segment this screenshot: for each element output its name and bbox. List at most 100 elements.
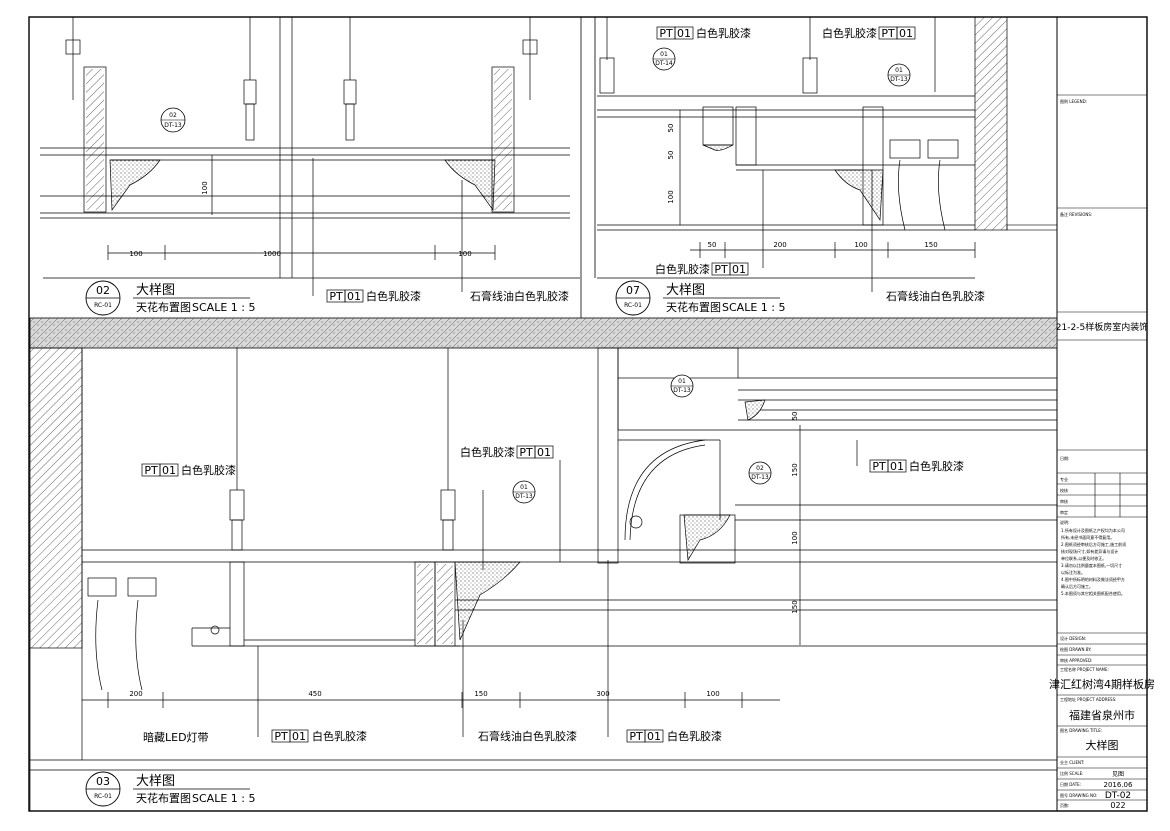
detail-02-dim-100b: 100 bbox=[458, 250, 471, 258]
detail-07-title: 大样图 bbox=[666, 283, 705, 298]
detail-07-subtitle: 天花布置图 bbox=[666, 301, 721, 314]
detail-02-callout-gypsum: 石膏线油白色乳胶漆 bbox=[470, 289, 569, 303]
tb-proj-addr-label: 工程地址 PROJECT ADDRESS: bbox=[1060, 696, 1116, 702]
detail-02-callout-pt-num: 01 bbox=[347, 290, 361, 303]
tb-legend-label: 图例 LEGEND: bbox=[1060, 98, 1087, 104]
detail-03-title: 大样图 bbox=[136, 774, 175, 789]
tb-date2-label: 日期 DATE: bbox=[1060, 781, 1081, 787]
detail-03-dim-150: 150 bbox=[474, 690, 487, 698]
detail-03-dim-300: 300 bbox=[596, 690, 609, 698]
tb-client-label: 业主 CLIENT: bbox=[1060, 759, 1084, 765]
tb-design-label: 设计 DESIGN: bbox=[1060, 635, 1086, 641]
tb-note-8: 确认后方可施工。 bbox=[1061, 583, 1093, 589]
detail-03-callout-right-code: PT bbox=[872, 460, 886, 473]
detail-07-circle-top: 07 bbox=[626, 284, 640, 297]
tb-note-9: 5.本图须与其它相关图纸配合使用。 bbox=[1061, 590, 1125, 596]
detail-03-callout-left-code: PT bbox=[144, 464, 158, 477]
detail-07-callout-tr-code: PT bbox=[881, 27, 895, 40]
tb-checked-label: 审核 APPROVED: bbox=[1060, 657, 1092, 663]
detail-02-title: 大样图 bbox=[136, 283, 175, 298]
tb-drawing-title-value: 大样图 bbox=[1086, 738, 1119, 752]
detail-07-dim-200: 200 bbox=[773, 241, 786, 249]
detail-07-tag1-bottom: DT-14 bbox=[655, 60, 673, 67]
detail-03-callout-left-text: 白色乳胶漆 bbox=[181, 463, 236, 477]
detail-03-callout-mid-code: PT bbox=[519, 446, 533, 459]
tb-proj-name-value: 津汇红树湾4期样板房 bbox=[1049, 677, 1155, 691]
detail-07-callout-bottom-num: 01 bbox=[732, 263, 746, 276]
detail-07-dim-100: 100 bbox=[854, 241, 867, 249]
detail-02-dim-1000: 1000 bbox=[263, 250, 281, 258]
detail-07-tag2-top: 01 bbox=[895, 67, 903, 74]
detail-07-callout-gypsum: 石膏线油白色乳胶漆 bbox=[886, 289, 985, 303]
detail-02-circle-top: 02 bbox=[96, 284, 110, 297]
detail-07-callout-tr-text: 白色乳胶漆 bbox=[822, 26, 877, 40]
tb-note-0: 1.所有设计及图纸之产权均为本公司 bbox=[1061, 527, 1125, 533]
detail-02: 02 DT-13 100 1000 100 100 PT 01 白色乳胶漆 石膏… bbox=[40, 17, 580, 316]
tb-sign-1: 校核 bbox=[1060, 487, 1068, 493]
tb-note-5: 3.请勿以比例量度本图纸,一切尺寸 bbox=[1061, 562, 1122, 568]
detail-07-scale: SCALE 1 : 5 bbox=[722, 301, 785, 314]
tb-note-4: 单位联系,以便及时修正。 bbox=[1061, 555, 1106, 561]
tb-sign-2: 审核 bbox=[1060, 498, 1068, 504]
tb-project-name: 21-2-5样板房室内装饰 bbox=[1056, 321, 1148, 333]
detail-03-callout-mid-num: 01 bbox=[537, 446, 551, 459]
detail-07-dim-150: 150 bbox=[924, 241, 937, 249]
detail-03-callout-b3-code: PT bbox=[629, 730, 643, 743]
detail-03-dim-200: 200 bbox=[129, 690, 142, 698]
detail-07-circle-bottom: RC-01 bbox=[624, 302, 642, 309]
tb-notes-label: 说明: bbox=[1060, 519, 1069, 525]
detail-03-callout-right-text: 白色乳胶漆 bbox=[909, 459, 964, 473]
detail-03-tag3-bottom: DT-13 bbox=[515, 493, 533, 500]
tb-note-7: 4.图中所标明的材料及做法须经甲方 bbox=[1061, 576, 1125, 582]
detail-03-scale: SCALE 1 : 5 bbox=[192, 792, 255, 805]
detail-03-callout-left-num: 01 bbox=[162, 464, 176, 477]
detail-03-dim-100: 100 bbox=[706, 690, 719, 698]
tb-note-6: 以标注为准。 bbox=[1061, 569, 1085, 575]
detail-03-callout-b1-num: 01 bbox=[292, 730, 306, 743]
detail-03-dim-v150b: 150 bbox=[791, 600, 799, 613]
detail-07-callout-tl-num: 01 bbox=[677, 27, 691, 40]
detail-02-callout-pt-code: PT bbox=[329, 290, 343, 303]
detail-02-dim-v100: 100 bbox=[201, 181, 209, 194]
detail-03-circle-top: 03 bbox=[96, 775, 110, 788]
detail-03-subtitle: 天花布置图 bbox=[136, 792, 191, 805]
tb-sign-0: 专业 bbox=[1060, 476, 1068, 482]
detail-07-callout-tl-text: 白色乳胶漆 bbox=[696, 26, 751, 40]
detail-02-tag-top: 02 bbox=[169, 112, 177, 119]
detail-03-tag1-bottom: DT-13 bbox=[673, 387, 691, 394]
detail-07-tag2-bottom: DT-13 bbox=[890, 76, 908, 83]
detail-03-callout-right-num: 01 bbox=[890, 460, 904, 473]
tb-drawn-label: 绘图 DRAWN BY: bbox=[1060, 646, 1092, 652]
tb-note-1: 所有,未经书面同意不得复用。 bbox=[1061, 534, 1114, 540]
tb-date-value: 2016.06 bbox=[1104, 781, 1133, 789]
detail-03-callout-b1-text: 白色乳胶漆 bbox=[312, 729, 367, 743]
tb-dwg-no-value: DT-02 bbox=[1105, 791, 1131, 801]
detail-02-tag-bottom: DT-13 bbox=[164, 122, 182, 129]
tb-proj-addr-value: 福建省泉州市 bbox=[1069, 708, 1135, 722]
detail-07: 01 DT-14 01 DT-13 PT 01 白色乳胶漆 白色乳胶漆 PT 0… bbox=[597, 16, 1058, 316]
detail-03-dim-v50: 50 bbox=[791, 412, 799, 421]
detail-07-callout-bottom-code: PT bbox=[714, 263, 728, 276]
tb-drawing-title-label: 图名 DRAWING TITLE: bbox=[1060, 727, 1102, 733]
tb-page-value: 022 bbox=[1110, 801, 1125, 810]
detail-03-callout-mid-text: 白色乳胶漆 bbox=[460, 445, 515, 459]
tb-revisions-label: 备注 REVISIONS: bbox=[1060, 211, 1092, 217]
detail-07-dim-v50b: 50 bbox=[667, 151, 675, 160]
detail-03-callout-gypsum: 石膏线油白色乳胶漆 bbox=[478, 729, 577, 743]
detail-03-callout-b3-text: 白色乳胶漆 bbox=[667, 729, 722, 743]
tb-note-2: 2.图纸须经审核后方可施工,施工前须 bbox=[1061, 541, 1126, 547]
detail-02-subtitle: 天花布置图 bbox=[136, 301, 191, 314]
tb-scale-label: 比例 SCALE: bbox=[1060, 770, 1083, 776]
tb-dwg-no-label: 图号 DRAWING NO: bbox=[1060, 792, 1097, 798]
tb-sign-3: 审定 bbox=[1060, 509, 1068, 515]
detail-03: 01 DT-13 02 DT-13 01 DT-13 PT 01 白色乳胶漆 白… bbox=[29, 347, 1057, 811]
detail-03-callout-b3-num: 01 bbox=[647, 730, 661, 743]
tb-note-3: 核对现场尺寸,如有差异请与设计 bbox=[1061, 548, 1118, 554]
detail-07-callout-bottom-text: 白色乳胶漆 bbox=[655, 262, 710, 276]
tb-page-label: 页数: bbox=[1060, 802, 1069, 808]
detail-02-dim-100a: 100 bbox=[129, 250, 142, 258]
detail-03-callout-b1-code: PT bbox=[274, 730, 288, 743]
detail-03-tag2-top: 02 bbox=[756, 465, 764, 472]
